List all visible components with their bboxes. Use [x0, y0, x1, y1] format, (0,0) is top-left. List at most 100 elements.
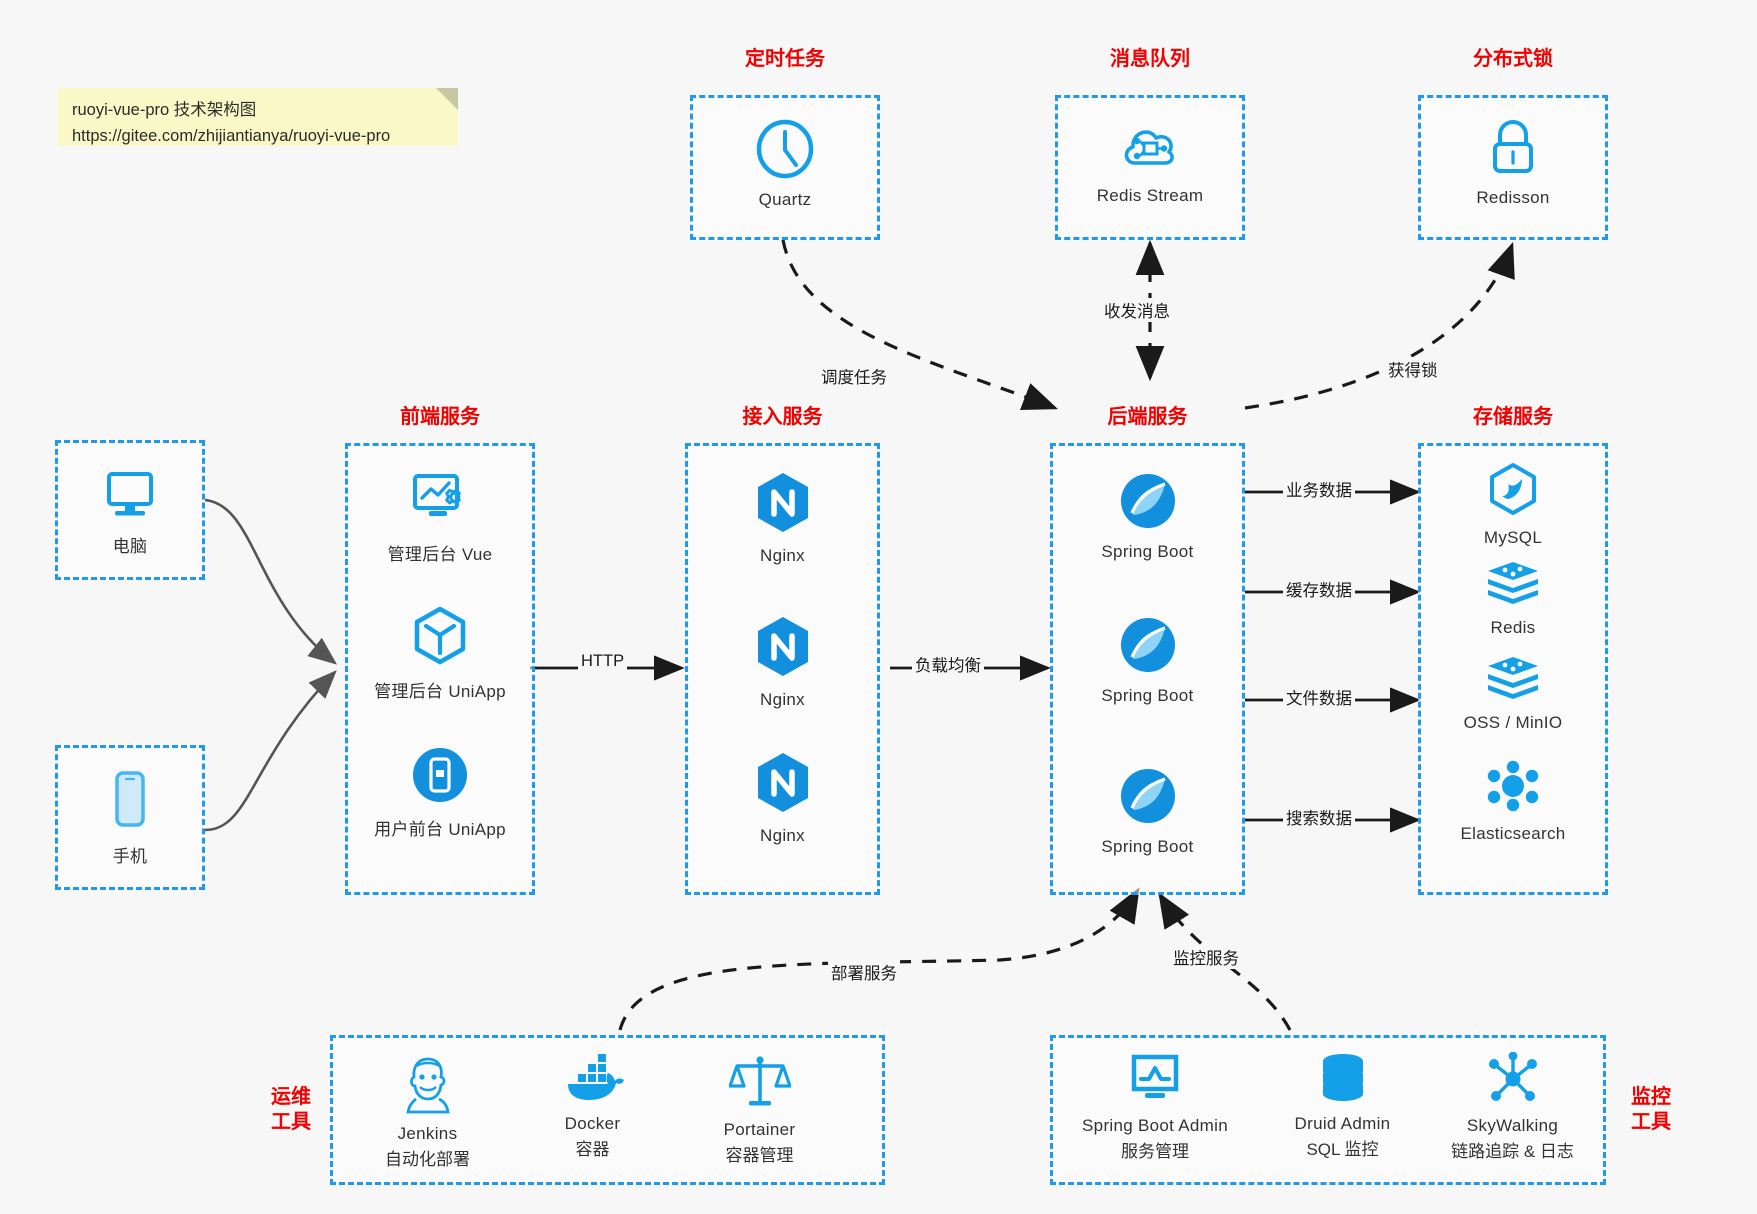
node-redisson[interactable]: Redisson [1418, 118, 1608, 208]
node-label: Spring Boot [1101, 686, 1194, 705]
group-box-message-queue [1055, 95, 1245, 240]
node-label: Elasticsearch [1460, 824, 1566, 843]
node-label: Druid Admin [1294, 1114, 1391, 1133]
node-redis-stream[interactable]: Redis Stream [1055, 118, 1245, 206]
node-label: 电脑 [112, 537, 148, 556]
edge-label-cache-data: 缓存数据 [1283, 577, 1355, 601]
node-jenkins[interactable]: Jenkins 自动化部署 [345, 1052, 510, 1170]
node-spring-boot-1[interactable]: Spring Boot [1050, 470, 1245, 562]
admin-dashboard-icon [409, 470, 471, 535]
node-elasticsearch[interactable]: Elasticsearch [1418, 760, 1608, 844]
node-label: 用户前台 UniApp [374, 820, 506, 839]
database-stack-icon [1315, 1052, 1371, 1109]
node-sublabel: 容器 [575, 1140, 610, 1159]
nginx-icon [752, 750, 814, 821]
nginx-icon [752, 470, 814, 541]
nginx-icon [752, 614, 814, 685]
spring-boot-icon [1117, 614, 1179, 681]
group-title-frontend: 前端服务 [400, 406, 480, 428]
node-desktop-computer[interactable]: 电脑 [55, 468, 205, 557]
node-label: Redisson [1476, 188, 1550, 207]
node-sublabel: SQL 监控 [1306, 1140, 1379, 1159]
group-title-backend: 后端服务 [1107, 406, 1188, 428]
node-label: 手机 [112, 847, 148, 866]
uniapp-cube-icon [411, 605, 469, 672]
jenkins-icon [399, 1052, 457, 1119]
edge-label-load-balance: 负载均衡 [912, 652, 984, 676]
edge-label-search-data: 搜索数据 [1283, 805, 1355, 829]
node-portainer[interactable]: Portainer 容器管理 [672, 1052, 847, 1166]
node-label: OSS / MinIO [1463, 713, 1563, 732]
group-box-distributed-lock [1418, 95, 1608, 240]
node-label: Redis Stream [1096, 186, 1204, 205]
group-box-scheduled-task [690, 95, 880, 240]
node-label: SkyWalking [1466, 1116, 1559, 1135]
node-redis[interactable]: Redis [1418, 560, 1608, 638]
note-url-line: https://gitee.com/zhijiantianya/ruoyi-vu… [72, 126, 391, 145]
elasticsearch-icon [1484, 760, 1542, 819]
node-nginx-3[interactable]: Nginx [685, 750, 880, 846]
skywalking-icon [1484, 1051, 1542, 1111]
group-title-monitor: 监控 工具 [1615, 1085, 1687, 1135]
node-spring-boot-2[interactable]: Spring Boot [1050, 614, 1245, 706]
group-title-devops-line2: 工具 [271, 1111, 311, 1133]
node-label: Nginx [760, 826, 805, 845]
note-title-line: ruoyi-vue-pro 技术架构图 [72, 101, 257, 119]
spring-boot-icon [1117, 765, 1179, 832]
node-sublabel: 链路追踪 & 日志 [1451, 1142, 1574, 1161]
group-title-message-queue: 消息队列 [1110, 48, 1190, 70]
redis-icon [1485, 560, 1541, 613]
node-admin-uniapp[interactable]: 管理后台 UniApp [345, 605, 535, 702]
group-title-devops: 运维 工具 [255, 1085, 327, 1135]
node-admin-vue[interactable]: 管理后台 Vue [345, 470, 535, 565]
mysql-icon [1486, 462, 1540, 523]
node-label: Redis [1490, 618, 1536, 637]
lock-icon [1484, 118, 1542, 183]
node-quartz[interactable]: Quartz [690, 118, 880, 210]
node-mobile-phone[interactable]: 手机 [55, 770, 205, 867]
group-title-distributed-lock: 分布式锁 [1473, 48, 1553, 70]
node-label: Jenkins [397, 1124, 458, 1143]
cloud-stream-icon [1119, 118, 1181, 181]
spring-boot-icon [1117, 470, 1179, 537]
mobile-phone-icon [107, 770, 153, 837]
edge-label-send-receive-msg: 收发消息 [1101, 298, 1173, 322]
node-label: Nginx [760, 690, 805, 709]
group-title-storage: 存储服务 [1473, 406, 1553, 428]
clock-icon [754, 118, 816, 185]
node-druid-admin[interactable]: Druid Admin SQL 监控 [1255, 1052, 1430, 1160]
group-title-monitor-line1: 监控 [1631, 1086, 1671, 1108]
node-nginx-1[interactable]: Nginx [685, 470, 880, 566]
title-note: ruoyi-vue-pro 技术架构图 https://gitee.com/zh… [58, 88, 458, 146]
group-box-frontend [345, 443, 535, 895]
node-spring-boot-admin[interactable]: Spring Boot Admin 服务管理 [1055, 1052, 1255, 1162]
node-user-uniapp[interactable]: 用户前台 UniApp [345, 745, 535, 840]
node-skywalking[interactable]: SkyWalking 链路追踪 & 日志 [1420, 1051, 1605, 1162]
node-oss-minio[interactable]: OSS / MinIO [1418, 655, 1608, 733]
node-label: Spring Boot Admin [1082, 1116, 1228, 1135]
edge-label-monitor-service: 监控服务 [1170, 945, 1242, 969]
monitor-screen-icon [1126, 1052, 1184, 1111]
node-mysql[interactable]: MySQL [1418, 462, 1608, 548]
node-docker[interactable]: Docker 容器 [510, 1052, 675, 1160]
oss-minio-icon [1485, 655, 1541, 708]
edge-label-business-data: 业务数据 [1283, 477, 1355, 501]
node-nginx-2[interactable]: Nginx [685, 614, 880, 710]
edge-label-http: HTTP [578, 652, 628, 671]
node-label: Portainer [723, 1120, 796, 1139]
group-title-devops-line1: 运维 [271, 1086, 311, 1108]
portainer-icon [727, 1052, 792, 1115]
node-label: Docker [564, 1114, 621, 1133]
group-title-gateway: 接入服务 [742, 406, 823, 428]
node-label: 管理后台 Vue [387, 545, 493, 564]
docker-icon [562, 1052, 624, 1109]
node-spring-boot-3[interactable]: Spring Boot [1050, 765, 1245, 857]
node-sublabel: 自动化部署 [385, 1150, 470, 1169]
node-sublabel: 服务管理 [1121, 1142, 1189, 1161]
node-label: Spring Boot [1101, 542, 1194, 561]
desktop-computer-icon [101, 468, 159, 527]
edge-label-schedule-task: 调度任务 [818, 364, 890, 388]
note-fold-corner [436, 88, 458, 110]
node-label: Spring Boot [1101, 837, 1194, 856]
